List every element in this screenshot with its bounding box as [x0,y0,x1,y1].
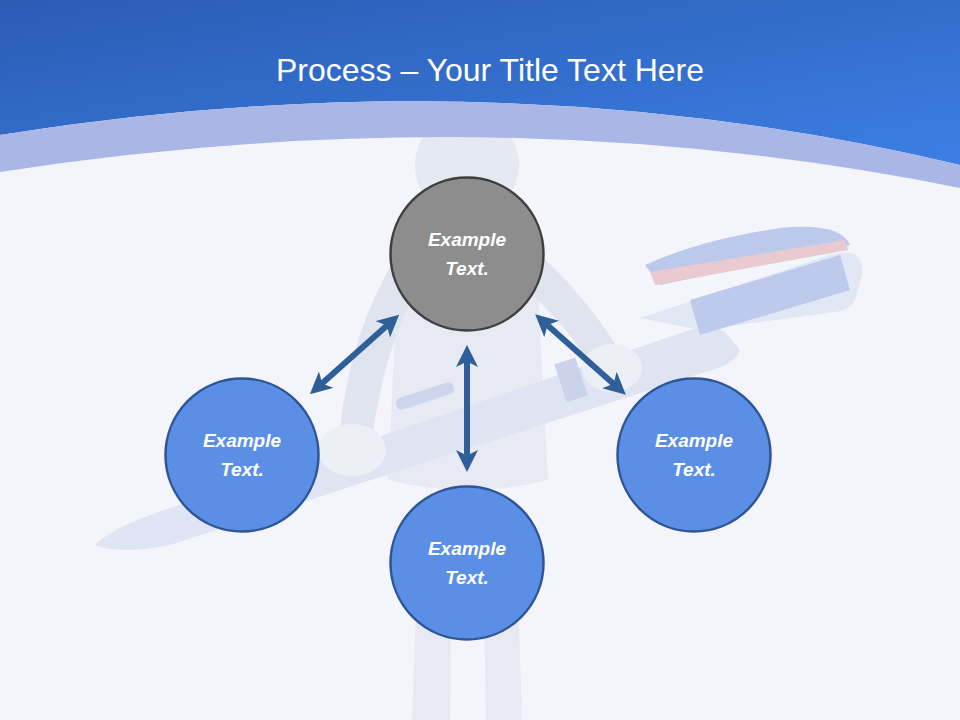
node-text: Example Text. [417,534,517,592]
node-text: Example Text. [644,426,744,484]
node-text: Example Text. [417,225,517,283]
double-arrow [318,322,391,387]
process-circle: Example Text. [616,377,772,533]
node-text: Example Text. [192,426,292,484]
double-arrow [464,356,470,461]
process-circle: Example Text. [389,176,545,332]
figure-illustration [95,113,862,720]
process-circle: Example Text. [389,485,545,641]
circle-outline [389,485,545,641]
circle-outline [389,176,545,332]
circle-outline [164,377,320,533]
double-arrow [543,322,617,388]
circle-outline [616,377,772,533]
header-swoosh [0,101,960,188]
process-circle: Example Text. [164,377,320,533]
slide-title: Process – Your Title Text Here [0,52,960,89]
